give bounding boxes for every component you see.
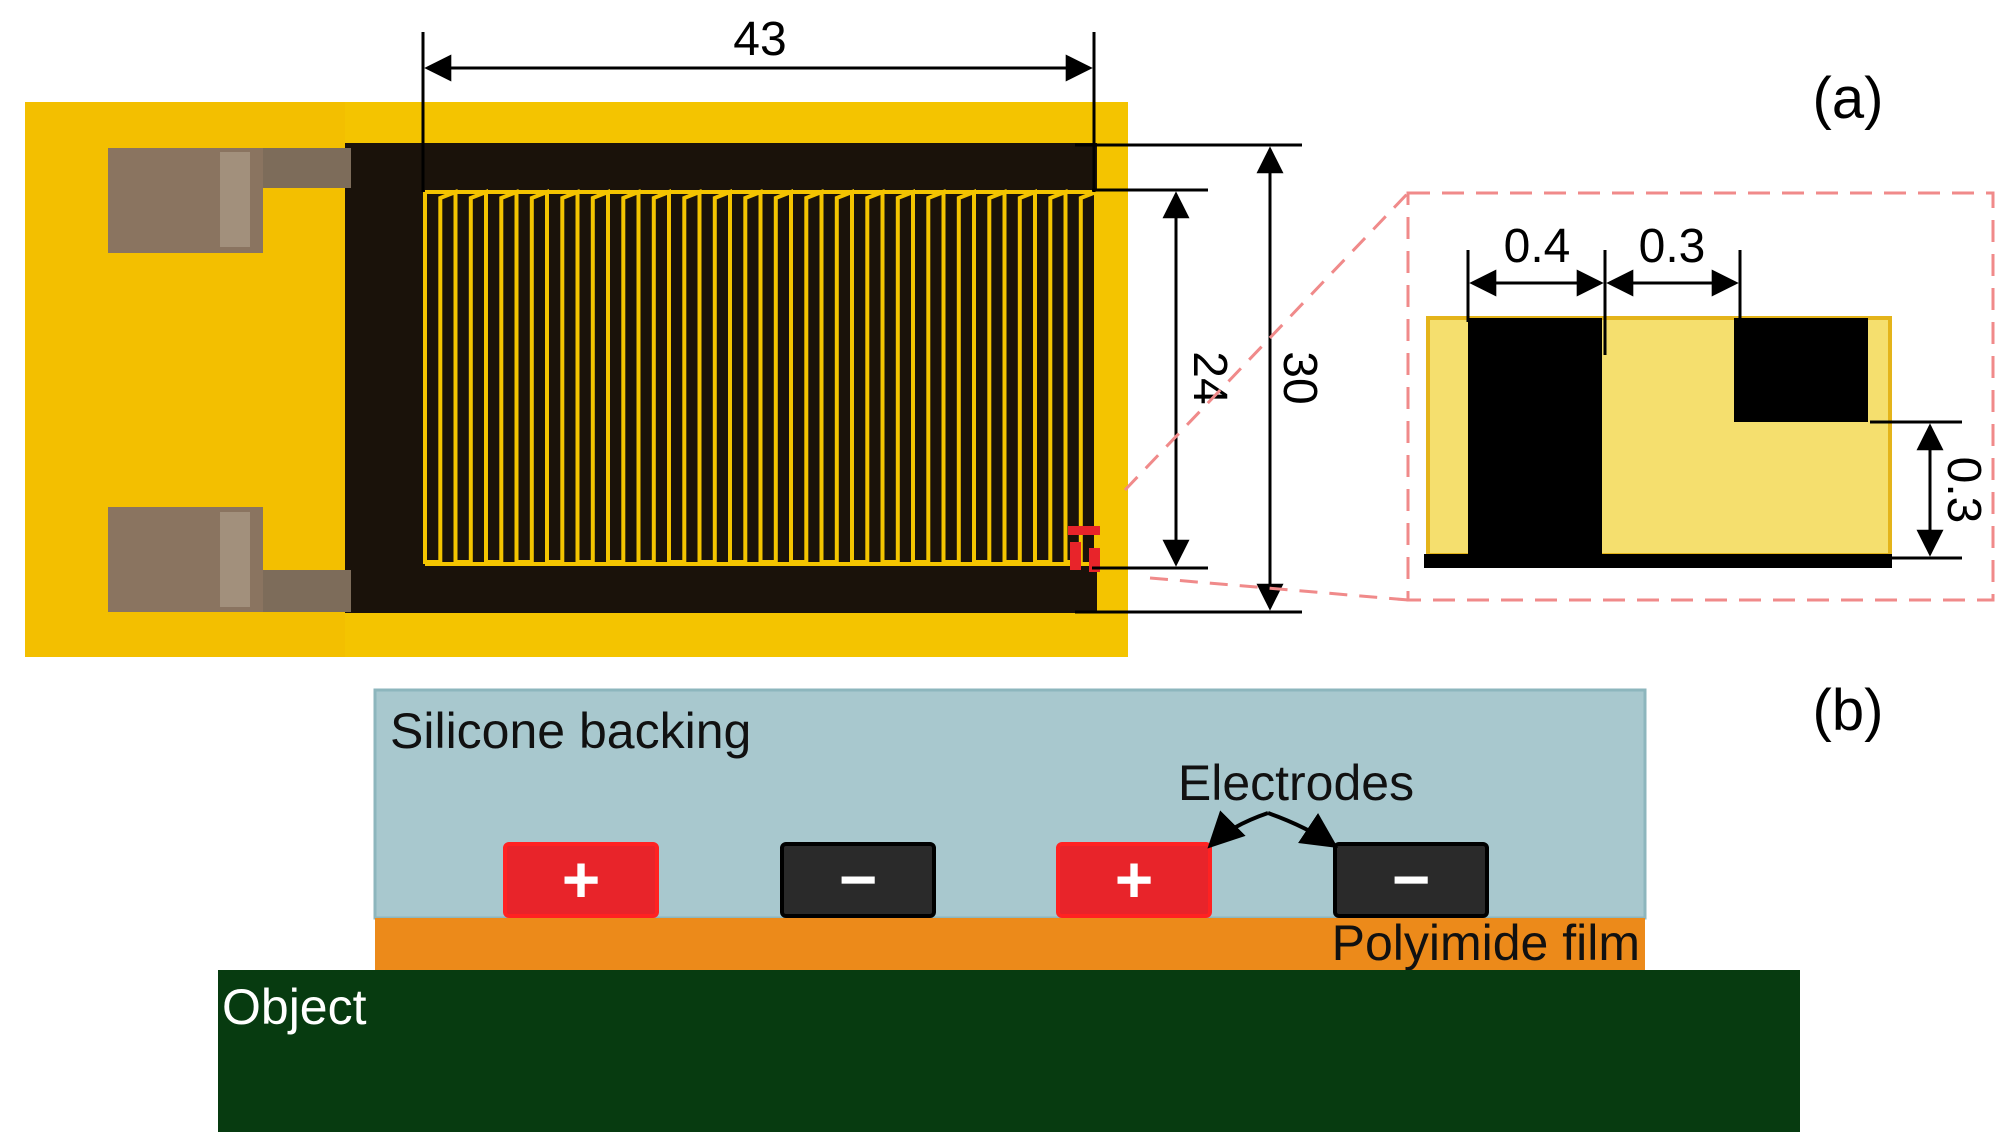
polyimide-label: Polyimide film — [1332, 915, 1640, 971]
finger-bottom-rail — [425, 562, 1096, 566]
electrode-row: + − + − — [503, 842, 1489, 918]
pad-tab-top — [263, 148, 351, 188]
dim-0-4-label: 0.4 — [1504, 220, 1571, 273]
pad-highlight-top — [220, 152, 250, 247]
electrode-body — [1056, 842, 1212, 918]
electrode-positive: + — [1056, 842, 1212, 918]
interdigitated-fingers — [423, 189, 1098, 566]
electrode-band — [345, 143, 1097, 613]
electrodes-arrow-right — [1267, 811, 1338, 848]
electrode-body — [780, 842, 936, 918]
detail-electrode-full — [1468, 318, 1602, 554]
detail-marker-right — [1089, 548, 1100, 572]
electrode-sign: + — [1115, 842, 1154, 916]
electrodes-label: Electrodes — [1178, 755, 1414, 811]
electrode-positive: + — [503, 842, 659, 918]
finger-top-rail — [425, 190, 1096, 194]
electrode-negative: − — [780, 842, 936, 918]
pad-highlight-bottom — [220, 512, 250, 607]
detail-marker-top — [1068, 526, 1100, 535]
electrode-sign: + — [562, 842, 601, 916]
pad-tab-bottom — [263, 570, 351, 612]
electrode-body — [503, 842, 659, 918]
panel-a: 43 24 30 (a) 0.4 — [25, 13, 1995, 657]
callout-line-upper — [1123, 191, 1410, 492]
polyimide-film — [375, 918, 1645, 970]
dim-0-3-thickness-label: 0.3 — [1937, 457, 1990, 524]
dim-24-label: 24 — [1183, 351, 1236, 404]
electrode-body — [1333, 842, 1489, 918]
detail-callout-box — [1406, 191, 1995, 602]
dim-0-3-gap-label: 0.3 — [1639, 220, 1706, 273]
detail-marker-left — [1070, 542, 1081, 570]
serpentine-trace — [423, 189, 1098, 564]
electrode-sign: − — [839, 842, 878, 916]
object-block — [218, 970, 1800, 1132]
panel-b: (b) Silicone backing Polyimide film Obje… — [218, 678, 1883, 1132]
dim-43-label: 43 — [733, 13, 786, 66]
object-label: Object — [222, 979, 367, 1035]
detail-electrode-partial — [1734, 318, 1868, 422]
detail-base-layer — [1424, 554, 1892, 568]
dim-30-label: 30 — [1273, 351, 1326, 404]
electrodes-arrow-left — [1207, 810, 1269, 849]
electrode-negative: − — [1333, 842, 1489, 918]
callout-line-lower — [1149, 576, 1409, 602]
silicone-label: Silicone backing — [390, 703, 751, 759]
panel-b-label: (b) — [1813, 678, 1884, 743]
electrode-sign: − — [1392, 842, 1431, 916]
panel-a-label: (a) — [1813, 66, 1884, 131]
cross-section-detail: 0.4 0.3 0.3 — [1424, 220, 1990, 568]
